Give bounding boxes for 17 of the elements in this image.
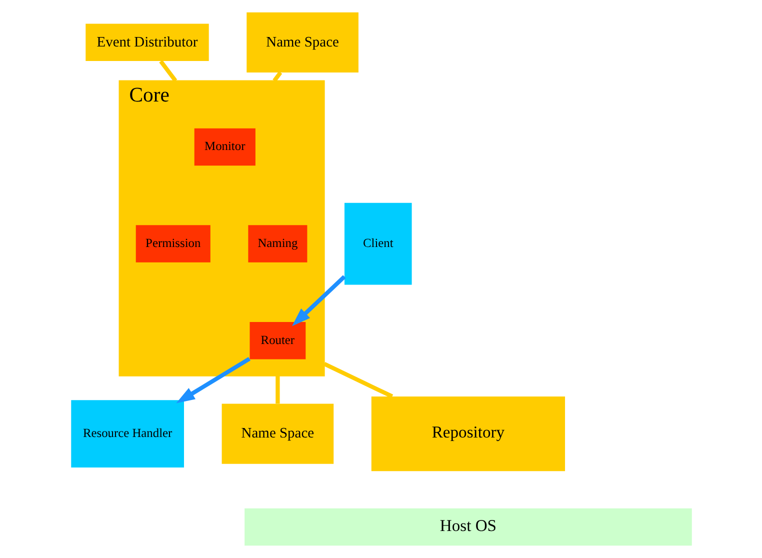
node-box: Repository: [370, 396, 565, 472]
node-box: Name Space: [221, 404, 334, 464]
node-box: Router: [249, 322, 306, 360]
node-box: Naming: [248, 225, 307, 262]
node-box: Monitor: [194, 128, 255, 166]
node-box: Resource Handler: [70, 400, 184, 468]
node-box: Name Space: [246, 12, 358, 72]
node-box: Client: [344, 202, 412, 285]
arrow: [292, 275, 346, 326]
node-box: Permission: [135, 225, 210, 262]
connector: [322, 362, 393, 398]
connector: [272, 71, 282, 82]
arrow: [176, 357, 250, 404]
connector: [275, 376, 280, 404]
node-box: Host OS: [244, 508, 692, 546]
connector: [158, 60, 177, 82]
node-box: Event Distributor: [85, 24, 208, 62]
